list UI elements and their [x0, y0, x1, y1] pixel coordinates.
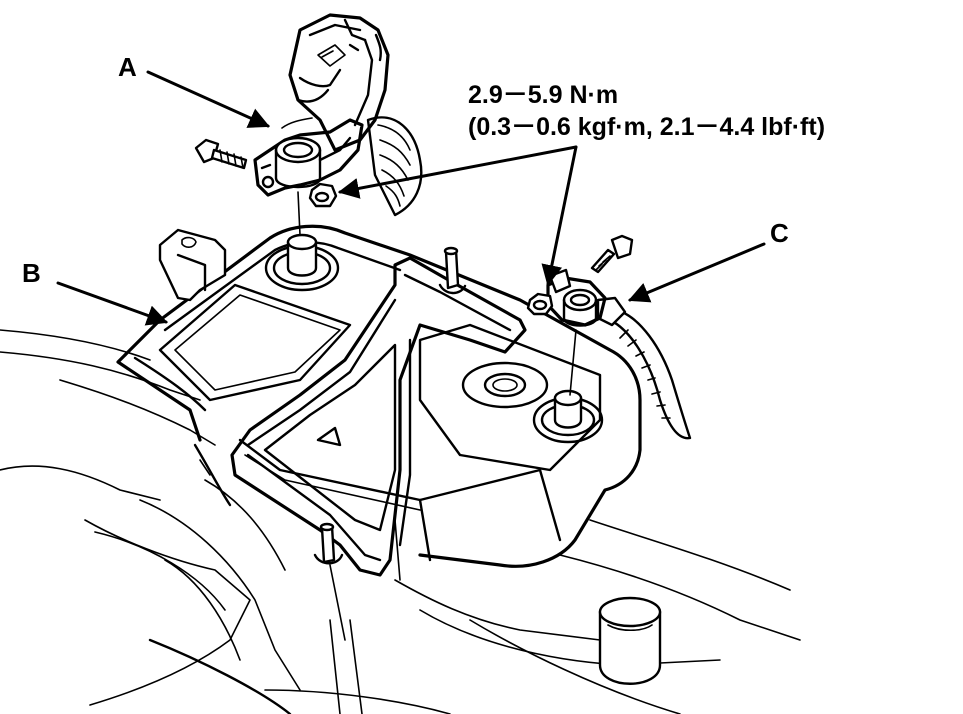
negative-terminal-bolt	[194, 138, 248, 170]
negative-cable	[288, 13, 423, 217]
leader-arrow-b	[56, 281, 168, 326]
negative-terminal-nut	[308, 182, 338, 208]
assembly-guide-lines	[297, 191, 577, 396]
leader-arrows	[56, 70, 766, 326]
positive-cable	[596, 296, 692, 440]
positive-terminal-clamp	[546, 268, 607, 327]
torque-arrow-positive-nut	[541, 145, 578, 287]
negative-terminal-post	[264, 233, 340, 292]
battery-vent-cap	[461, 361, 549, 409]
positive-terminal-post	[532, 389, 604, 444]
battery-vent-tab	[158, 228, 227, 302]
negative-terminal-clamp	[253, 117, 364, 197]
callout-label-b: B	[22, 258, 41, 288]
leader-arrow-a	[146, 70, 270, 128]
callout-label-a: A	[118, 52, 137, 82]
positive-terminal-bolt	[590, 234, 634, 274]
callout-label-c: C	[770, 218, 789, 248]
torque-spec-imperial: (0.3－0.6 kgf·m, 2.1－4.4 lbf·ft)	[468, 113, 825, 141]
terminal-cover-cap	[598, 596, 662, 685]
leader-arrow-c	[628, 242, 766, 303]
torque-spec-nm: 2.9－5.9 N·m	[468, 81, 618, 109]
positive-terminal-nut	[526, 292, 554, 316]
torque-arrow-negative-nut	[337, 145, 578, 199]
battery-hold-down-bracket	[230, 246, 527, 641]
